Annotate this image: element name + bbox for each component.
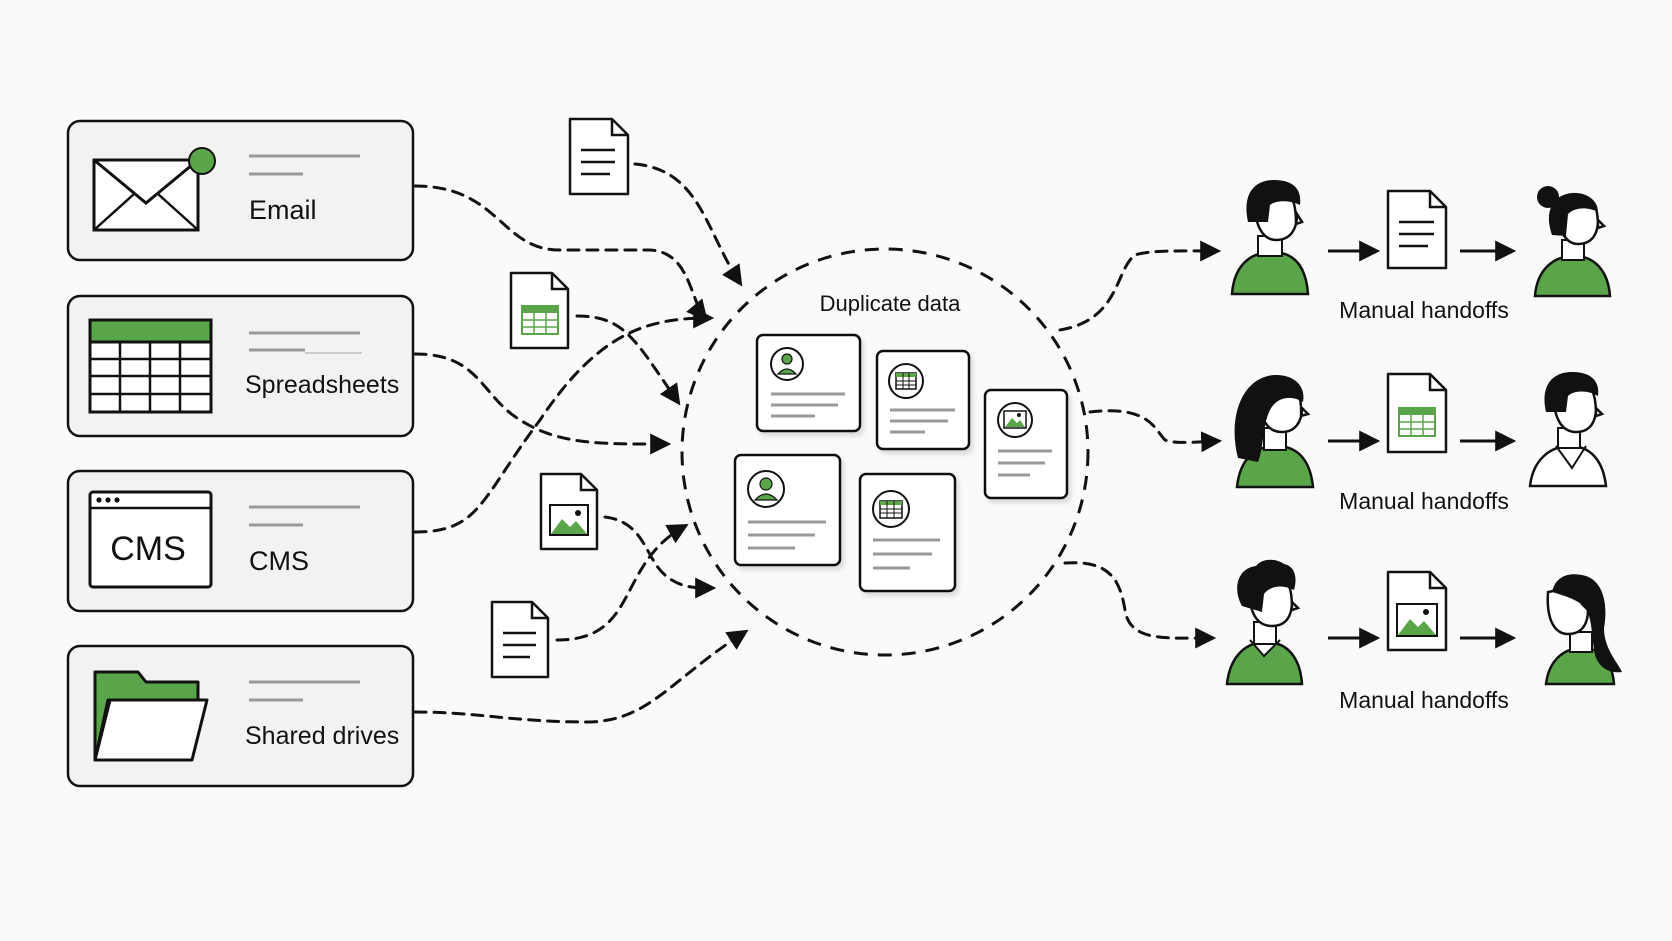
connector-email	[413, 184, 708, 322]
image-file-icon	[539, 472, 599, 551]
handoff-label: Manual handoffs	[1339, 297, 1509, 323]
source-label-spreadsheets: Spreadsheets	[245, 371, 399, 399]
envelope-icon	[92, 147, 216, 232]
person-icon	[1225, 559, 1304, 686]
document-icon	[490, 600, 550, 679]
person-icon	[1528, 372, 1608, 488]
connector-sheet	[575, 314, 681, 406]
connector-spreadsheets	[413, 352, 672, 455]
source-card-spreadsheets: Spreadsheets	[66, 294, 415, 438]
spreadsheet-file-icon	[509, 271, 570, 350]
source-card-shared-drives: Shared drives	[66, 644, 415, 788]
connector-shared-drives	[413, 629, 749, 724]
person-icon	[1533, 186, 1612, 298]
table-icon	[879, 500, 903, 519]
connector-cms	[413, 307, 715, 534]
record-card-user	[733, 453, 842, 567]
connector-doc-1	[633, 162, 743, 287]
source-label-shared-drives: Shared drives	[245, 722, 399, 750]
person-icon	[1544, 574, 1622, 686]
cms-window-icon: CMS	[88, 490, 213, 589]
connector-out-1	[1058, 240, 1222, 332]
image-file-icon	[1386, 570, 1448, 652]
hub-label: Duplicate data	[820, 291, 961, 316]
source-label-cms: CMS	[249, 546, 309, 576]
source-card-email: Email	[66, 119, 415, 262]
record-card-table	[875, 349, 971, 451]
connector-out-3	[1063, 561, 1217, 649]
connector-out-2	[1088, 409, 1223, 453]
handoff-row: Manual handoffs	[1234, 372, 1608, 514]
handoff-row: Manual handoffs	[1230, 180, 1612, 323]
duplicate-data-hub: Duplicate data	[680, 247, 1090, 657]
source-label-email: Email	[249, 195, 317, 225]
spreadsheet-file-icon	[1386, 372, 1448, 454]
image-icon	[1003, 410, 1027, 429]
handoff-label: Manual handoffs	[1339, 488, 1509, 514]
spreadsheet-icon	[88, 318, 213, 414]
connectors	[413, 162, 1223, 724]
folder-icon	[93, 670, 209, 762]
record-card-image	[983, 388, 1069, 500]
table-icon	[895, 372, 917, 390]
record-card-user	[755, 333, 862, 433]
connector-image	[603, 515, 717, 599]
document-icon	[568, 117, 630, 196]
cms-icon-text: CMS	[110, 530, 186, 568]
handoff-row: Manual handoffs	[1225, 559, 1622, 713]
record-card-table	[858, 472, 957, 593]
document-icon	[1386, 189, 1448, 270]
person-icon	[1234, 374, 1315, 489]
handoff-label: Manual handoffs	[1339, 687, 1509, 713]
connector-doc-2	[555, 523, 689, 642]
source-card-cms: CMS CMS	[66, 469, 415, 613]
person-icon	[1230, 180, 1310, 296]
